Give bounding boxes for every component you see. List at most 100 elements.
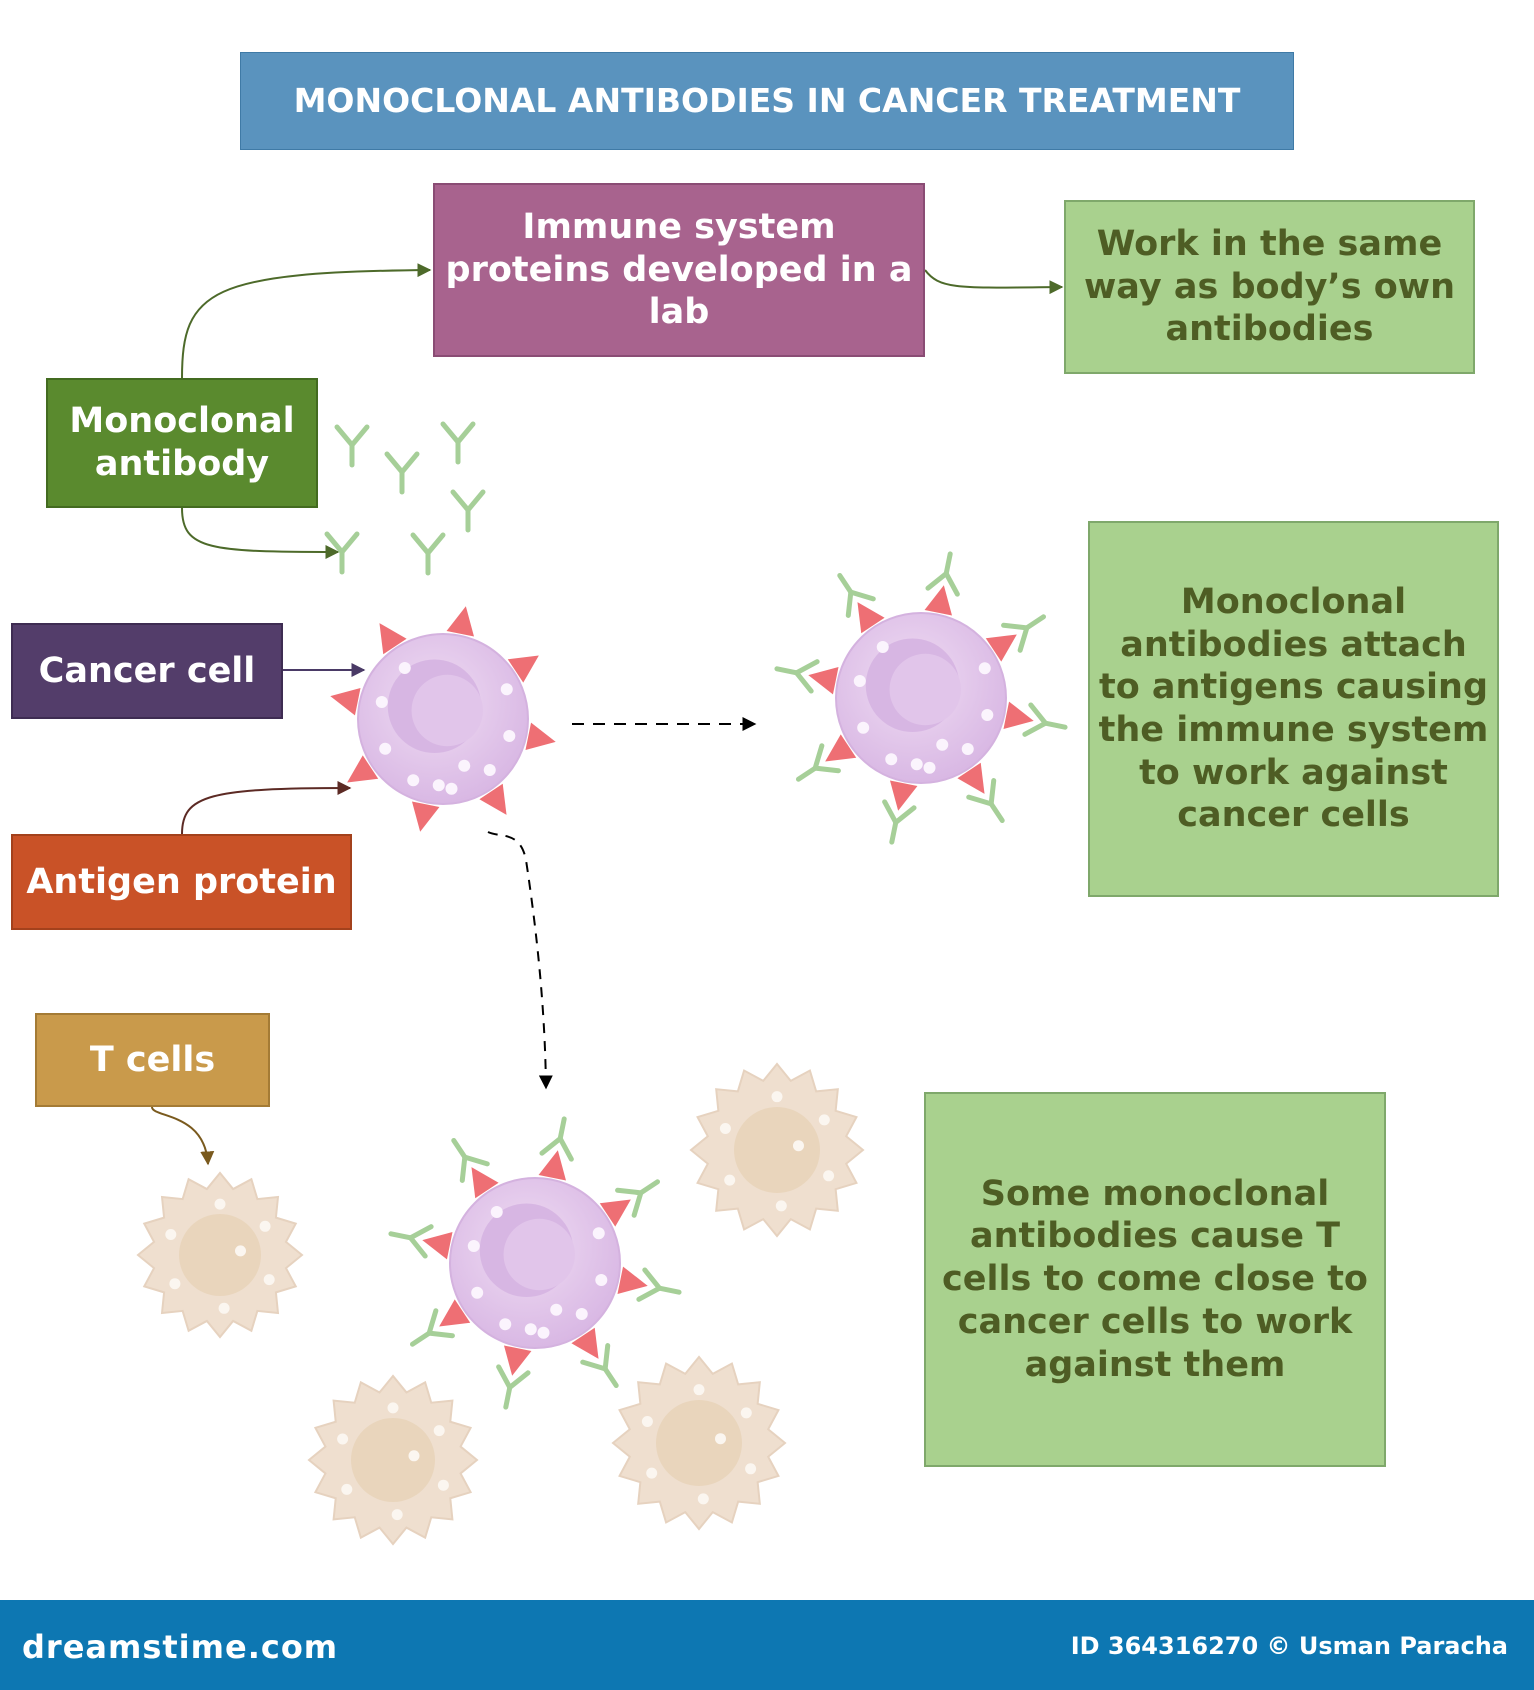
t-cell-icon bbox=[611, 1355, 787, 1531]
tcell-description-box: Some monoclonal antibodies cause T cells… bbox=[924, 1092, 1386, 1467]
t-cells bbox=[136, 1062, 865, 1546]
t-cell-granule bbox=[823, 1170, 835, 1182]
antibody-icon bbox=[410, 532, 446, 576]
cancer-cell-icon bbox=[330, 606, 556, 832]
footer-site: dreamstime.com bbox=[22, 1628, 339, 1666]
antibody-icon bbox=[334, 424, 370, 468]
t-cell-granule bbox=[263, 1274, 275, 1286]
cell-granule bbox=[490, 1206, 503, 1218]
cell-granule bbox=[978, 662, 991, 675]
cell-granule bbox=[961, 743, 974, 755]
arrow-monoclonal-to-antibodies bbox=[181, 507, 340, 559]
antibody-icon bbox=[539, 1116, 574, 1162]
antibody-icon bbox=[795, 743, 841, 782]
cell-granule bbox=[524, 1323, 537, 1336]
t-cell-granule bbox=[387, 1402, 399, 1414]
t-cell-granule bbox=[646, 1467, 658, 1479]
cancer-cell-icon bbox=[388, 1116, 682, 1410]
page-title-text: MONOCLONAL ANTIBODIES IN CANCER TREATMEN… bbox=[293, 80, 1241, 120]
t-cells-text: T cells bbox=[89, 1039, 216, 1080]
antibody-icon bbox=[409, 1308, 455, 1347]
antigen-triangle bbox=[446, 606, 475, 637]
antigen-triangle bbox=[422, 1231, 453, 1260]
t-cells-label: T cells bbox=[35, 1013, 270, 1107]
cell-granule bbox=[876, 641, 889, 653]
t-cell-granule bbox=[214, 1198, 226, 1210]
t-cell-granule bbox=[341, 1483, 353, 1495]
cell-granule bbox=[910, 758, 923, 771]
t-cell-granule bbox=[433, 1425, 445, 1437]
t-cell-granule bbox=[697, 1493, 709, 1505]
cell-granule bbox=[503, 730, 516, 742]
t-cell-granule bbox=[391, 1509, 403, 1521]
cell-granule bbox=[575, 1308, 588, 1320]
cancer-cells bbox=[330, 551, 1068, 1410]
footer-bar: dreamstime.com ID 364316270 © Usman Para… bbox=[0, 1600, 1534, 1690]
monoclonal-antibody-label: Monoclonal antibody bbox=[46, 378, 318, 508]
antigen-triangle bbox=[411, 801, 440, 832]
antibody-icon bbox=[388, 1224, 434, 1259]
monoclonal-antibody-text: Monoclonal antibody bbox=[69, 401, 295, 484]
antibody-icon bbox=[925, 551, 960, 597]
t-cell-nucleus bbox=[351, 1418, 435, 1502]
antigen-triangle bbox=[479, 783, 507, 815]
t-cell-granule bbox=[793, 1140, 804, 1152]
cancer-cell-text: Cancer cell bbox=[38, 650, 256, 691]
antibody-icon bbox=[580, 1343, 619, 1389]
antigen-triangle bbox=[471, 1167, 499, 1199]
cell-granule bbox=[398, 662, 411, 674]
cell-granule bbox=[936, 738, 949, 751]
antigen-triangle bbox=[617, 1266, 648, 1295]
antigen-triangle bbox=[507, 655, 539, 683]
t-cell-granule bbox=[818, 1114, 830, 1126]
antibody-icon bbox=[837, 572, 876, 618]
t-cell-nucleus bbox=[179, 1214, 261, 1296]
antibody-icon bbox=[966, 778, 1005, 824]
antigen-triangle bbox=[599, 1199, 631, 1227]
cell-granule bbox=[500, 683, 513, 696]
t-cell-granule bbox=[437, 1479, 449, 1491]
antibody-icon bbox=[450, 489, 486, 533]
t-cell-granule bbox=[771, 1091, 783, 1103]
attach-description-box: Monoclonal antibodies attach to antigens… bbox=[1088, 521, 1499, 897]
t-cell-granule bbox=[218, 1302, 230, 1314]
arrow-antigen-label-to-antigen bbox=[181, 781, 352, 835]
free-antibodies bbox=[324, 421, 486, 576]
cell-nucleus-inner bbox=[503, 1218, 575, 1291]
t-cell-granule bbox=[337, 1433, 349, 1445]
t-cell-icon bbox=[689, 1062, 865, 1238]
attach-description-text: Monoclonal antibodies attach to antigens… bbox=[1098, 581, 1489, 836]
t-cell-granule bbox=[235, 1245, 246, 1257]
antibody-icon bbox=[384, 451, 420, 495]
antigen-triangle bbox=[985, 634, 1017, 662]
lab-proteins-box: Immune system proteins developed in a la… bbox=[433, 183, 925, 357]
antigen-triangle bbox=[957, 762, 985, 794]
cell-granule bbox=[537, 1326, 550, 1339]
t-cell-granule bbox=[715, 1433, 726, 1445]
antibody-icon bbox=[440, 421, 476, 465]
antigen-triangle bbox=[825, 734, 857, 762]
antigen-protein-text: Antigen protein bbox=[26, 861, 337, 902]
antigen-triangle bbox=[857, 602, 885, 634]
antigen-triangle bbox=[808, 666, 839, 695]
antigen-triangle bbox=[330, 687, 361, 716]
antigen-triangle bbox=[889, 780, 918, 811]
antibody-icon bbox=[451, 1137, 490, 1183]
t-cell-granule bbox=[259, 1220, 271, 1232]
t-cell-granule bbox=[719, 1123, 731, 1134]
cell-granule bbox=[853, 675, 866, 687]
arrow-to-tcell-cluster bbox=[487, 831, 553, 1090]
t-cell-granule bbox=[169, 1278, 181, 1290]
cell-granule bbox=[595, 1274, 608, 1286]
cancer-cell-icon bbox=[774, 551, 1068, 845]
cell-granule bbox=[471, 1286, 484, 1299]
antigen-triangle bbox=[379, 623, 407, 655]
page-title: MONOCLONAL ANTIBODIES IN CANCER TREATMEN… bbox=[240, 52, 1294, 150]
antigen-triangle bbox=[347, 755, 379, 783]
t-cell-granule bbox=[724, 1174, 736, 1186]
arrow-tcells-label-to-tcell bbox=[151, 1106, 215, 1166]
cancer-cell-label: Cancer cell bbox=[11, 623, 283, 719]
arrow-monoclonal-to-lab bbox=[181, 263, 432, 379]
t-cell-granule bbox=[745, 1463, 757, 1475]
